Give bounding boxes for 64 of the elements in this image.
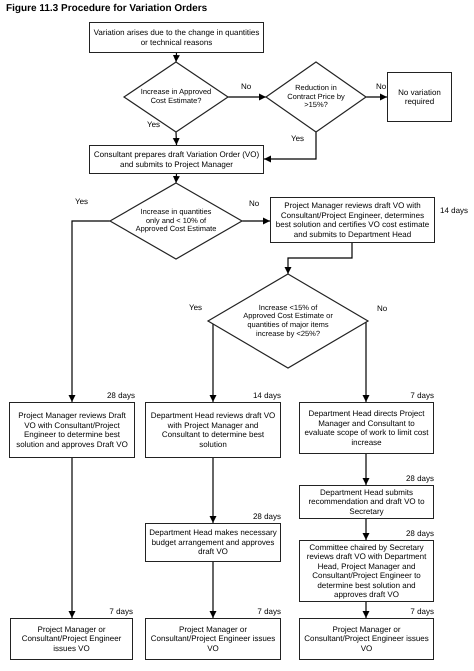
duration-label: 7 days — [410, 607, 434, 616]
edge-label: No — [248, 199, 260, 208]
process-box — [89, 22, 264, 53]
step-text: Project Manager or Consultant/Project Engineer issues VO — [150, 624, 276, 654]
step-text: Department Head submits recommendation and draft VO to Secretary — [307, 488, 426, 516]
process-box — [299, 485, 434, 519]
step-text: Department Head directs Project Manager and Consultant to evaluate scope of work to limit cost increase — [303, 409, 430, 447]
process-box — [145, 402, 281, 458]
edge-label: Yes — [146, 120, 162, 129]
arrow — [362, 320, 370, 402]
duration-label: 28 days — [106, 391, 135, 400]
process-box — [145, 523, 281, 562]
decision-diamond — [266, 62, 366, 132]
arrow — [362, 602, 370, 618]
step-text: Project Manager reviews Draft VO with Consultant/Project Engineer to determine best solution and approves Draft VO — [15, 411, 129, 449]
step-text: Consultant prepares draft Variation Order (VO) and submits to Project Manager — [92, 150, 260, 169]
duration-label: 7 days — [257, 607, 281, 616]
edge-label: Yes — [74, 197, 90, 206]
edge-label: No — [240, 82, 252, 91]
arrow — [172, 52, 180, 62]
edge-label: Yes — [290, 134, 306, 143]
duration-label: 7 days — [109, 607, 133, 616]
process-box — [299, 618, 434, 660]
process-box — [9, 402, 135, 458]
edge-label: No — [376, 304, 388, 313]
arrow — [172, 174, 180, 184]
process-box — [299, 540, 434, 602]
arrow — [362, 519, 370, 540]
decision-diamond — [110, 183, 242, 259]
step-text: Department Head makes necessary budget arrangement and approves draft VO — [148, 528, 278, 557]
process-box — [387, 72, 452, 122]
decision-diamond — [208, 274, 368, 368]
process-box — [10, 618, 133, 660]
process-box — [89, 145, 264, 174]
process-box — [145, 618, 281, 660]
arrow — [210, 562, 216, 618]
arrow — [366, 94, 387, 100]
process-box — [299, 402, 434, 454]
step-text: Department Head reviews draft VO with Project Manager and Consultant to determine best solution — [150, 411, 276, 449]
step-text: Project Manager reviews draft VO with Consultant/Project Engineer, determines best solution and certifies VO cost estimate and submits to Department Head — [274, 201, 430, 239]
decision-diamond — [124, 62, 228, 132]
duration-label: 28 days — [252, 512, 281, 521]
step-text: Variation arises due to the change in quantities or technical reasons — [92, 28, 260, 47]
duration-label: 14 days — [440, 206, 468, 215]
arrow — [284, 243, 353, 274]
step-text: Project Manager or Consultant/Project Engineer issues VO — [20, 624, 122, 654]
arrow — [68, 220, 110, 402]
duration-label: 28 days — [406, 474, 434, 483]
arrow — [264, 132, 317, 162]
step-text: Project Manager or Consultant/Project Engineer issues VO — [303, 624, 430, 654]
arrow — [210, 458, 216, 523]
step-text: No variation required — [397, 88, 442, 106]
duration-label: 28 days — [406, 529, 434, 538]
duration-label: 7 days — [410, 391, 434, 400]
step-text: Committee chaired by Secretary reviews draft VO with Department Head, Project Manager and Consultant/Project Engineer to determine best solution and approves draft VO — [306, 542, 428, 600]
edge-label: No — [375, 82, 388, 91]
arrow — [242, 218, 270, 224]
edge-label: Yes — [188, 303, 204, 312]
figure-title: Figure 11.3 Procedure for Variation Orders — [6, 3, 208, 14]
arrow — [68, 458, 76, 618]
duration-label: 14 days — [252, 391, 281, 400]
arrow — [228, 94, 266, 100]
arrow — [362, 454, 370, 485]
arrow — [172, 132, 180, 146]
